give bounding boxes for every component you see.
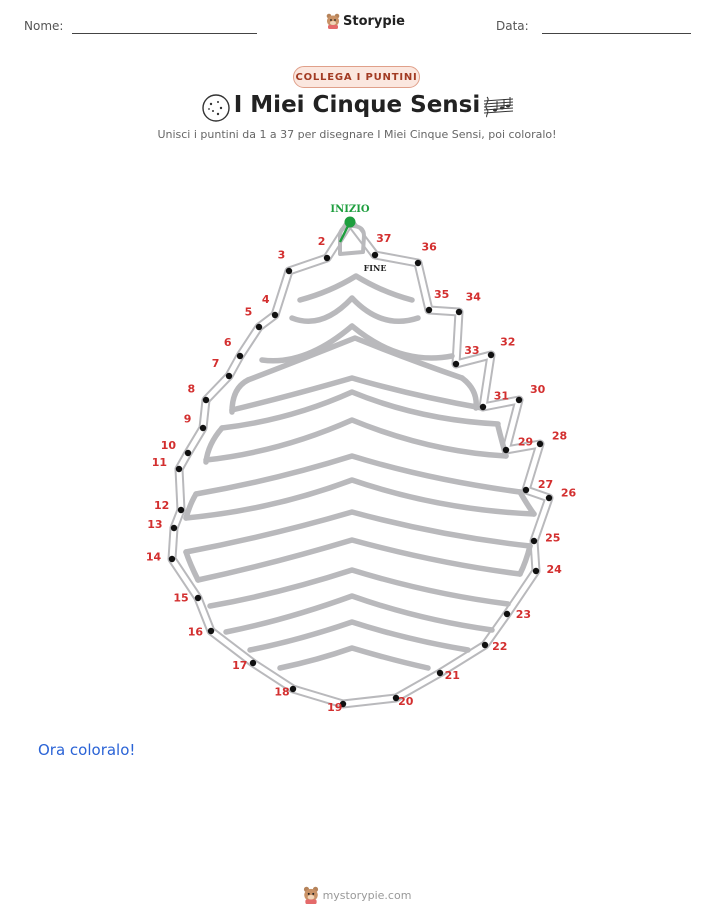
dot-number-3: 3: [278, 249, 286, 262]
color-it-prompt: Ora coloralo!: [38, 741, 136, 759]
dot-number-5: 5: [245, 306, 253, 319]
dot-number-36: 36: [421, 240, 437, 253]
dot-7[interactable]: [225, 372, 233, 380]
dot-number-9: 9: [184, 412, 192, 425]
dot-3[interactable]: [285, 267, 293, 275]
start-label: INIZIO: [330, 204, 369, 215]
activity-badge: COLLEGA I PUNTINI: [293, 66, 420, 88]
dot-4[interactable]: [271, 311, 279, 319]
dot-8[interactable]: [202, 396, 210, 404]
dot-13[interactable]: [170, 524, 178, 532]
dot-5[interactable]: [255, 323, 263, 331]
dot-number-4: 4: [262, 293, 270, 306]
dot-number-31: 31: [494, 390, 509, 403]
dot-number-34: 34: [466, 291, 482, 304]
name-label: Nome:: [24, 19, 64, 33]
dot-number-22: 22: [492, 640, 507, 653]
dot-35[interactable]: [425, 306, 433, 314]
dot-number-20: 20: [398, 695, 414, 708]
dot-26[interactable]: [545, 494, 553, 502]
dot-2[interactable]: [323, 254, 331, 262]
footer: mystorypie.com: [0, 886, 714, 904]
dot-18[interactable]: [289, 685, 297, 693]
dot-23[interactable]: [503, 610, 511, 618]
dot-number-33: 33: [464, 344, 479, 357]
dot-number-7: 7: [212, 357, 220, 370]
dot-14[interactable]: [168, 555, 176, 563]
dot-30[interactable]: [515, 396, 523, 404]
dot-number-23: 23: [516, 608, 531, 621]
cookie-icon: [202, 94, 230, 122]
start-marker: INIZIO: [330, 204, 370, 243]
dot-number-29: 29: [518, 436, 533, 449]
dot-28[interactable]: [536, 440, 544, 448]
date-label: Data:: [496, 19, 529, 33]
dot-number-14: 14: [146, 550, 162, 563]
dot-number-12: 12: [154, 499, 169, 512]
bear-footer-icon: [303, 886, 318, 904]
dot-number-28: 28: [552, 430, 567, 443]
dot-33[interactable]: [452, 360, 460, 368]
brand-logo: Storypie: [326, 13, 405, 29]
dot-number-10: 10: [161, 439, 177, 452]
dot-number-15: 15: [173, 591, 188, 604]
dot-number-2: 2: [318, 235, 326, 248]
dot-number-18: 18: [274, 686, 289, 699]
dot-number-25: 25: [545, 532, 560, 545]
dot-32[interactable]: [487, 351, 495, 359]
music-notes-icon: [483, 96, 514, 118]
dot-number-17: 17: [232, 659, 247, 672]
dot-12[interactable]: [177, 506, 185, 514]
dot-number-37: 37: [376, 232, 391, 245]
name-write-line[interactable]: [72, 33, 257, 34]
dot-number-11: 11: [152, 456, 167, 469]
brand-name: Storypie: [343, 13, 405, 29]
dot-24[interactable]: [532, 567, 540, 575]
dot-number-19: 19: [327, 701, 342, 714]
dot-number-8: 8: [187, 383, 195, 396]
footer-site: mystorypie.com: [322, 888, 412, 902]
dot-number-13: 13: [147, 518, 162, 531]
dot-31[interactable]: [479, 403, 487, 411]
page-title: I Miei Cinque Sensi: [233, 92, 481, 118]
dot-6[interactable]: [236, 352, 244, 360]
dot-number-6: 6: [224, 336, 232, 349]
end-label: FINE: [364, 263, 387, 273]
dot-number-27: 27: [538, 478, 553, 491]
dot-15[interactable]: [194, 594, 202, 602]
dot-number-26: 26: [561, 486, 577, 499]
dot-27[interactable]: [522, 486, 530, 494]
dot-number-16: 16: [188, 625, 204, 638]
dot-number-30: 30: [530, 383, 546, 396]
dot-9[interactable]: [199, 424, 207, 432]
bear-logo-icon: [326, 13, 340, 29]
dot-20[interactable]: [392, 694, 400, 702]
dot-number-24: 24: [546, 563, 562, 576]
dot-number-21: 21: [445, 669, 460, 682]
dot-17[interactable]: [249, 659, 257, 667]
dot-25[interactable]: [530, 537, 538, 545]
dot-29[interactable]: [502, 446, 510, 454]
dot-11[interactable]: [175, 465, 183, 473]
page-subtitle: Unisci i puntini da 1 a 37 per disegnare…: [157, 128, 557, 141]
dot-37[interactable]: [371, 251, 379, 259]
dot-number-35: 35: [434, 288, 449, 301]
dot-number-32: 32: [500, 336, 515, 349]
dot-21[interactable]: [436, 669, 444, 677]
dot-22[interactable]: [481, 641, 489, 649]
dot-34[interactable]: [455, 308, 463, 316]
dot-16[interactable]: [207, 627, 215, 635]
dot-36[interactable]: [414, 259, 422, 267]
pinecone-outline: [167, 217, 554, 709]
dot-19[interactable]: [339, 700, 347, 708]
dot-10[interactable]: [184, 449, 192, 457]
date-write-line[interactable]: [542, 33, 691, 34]
